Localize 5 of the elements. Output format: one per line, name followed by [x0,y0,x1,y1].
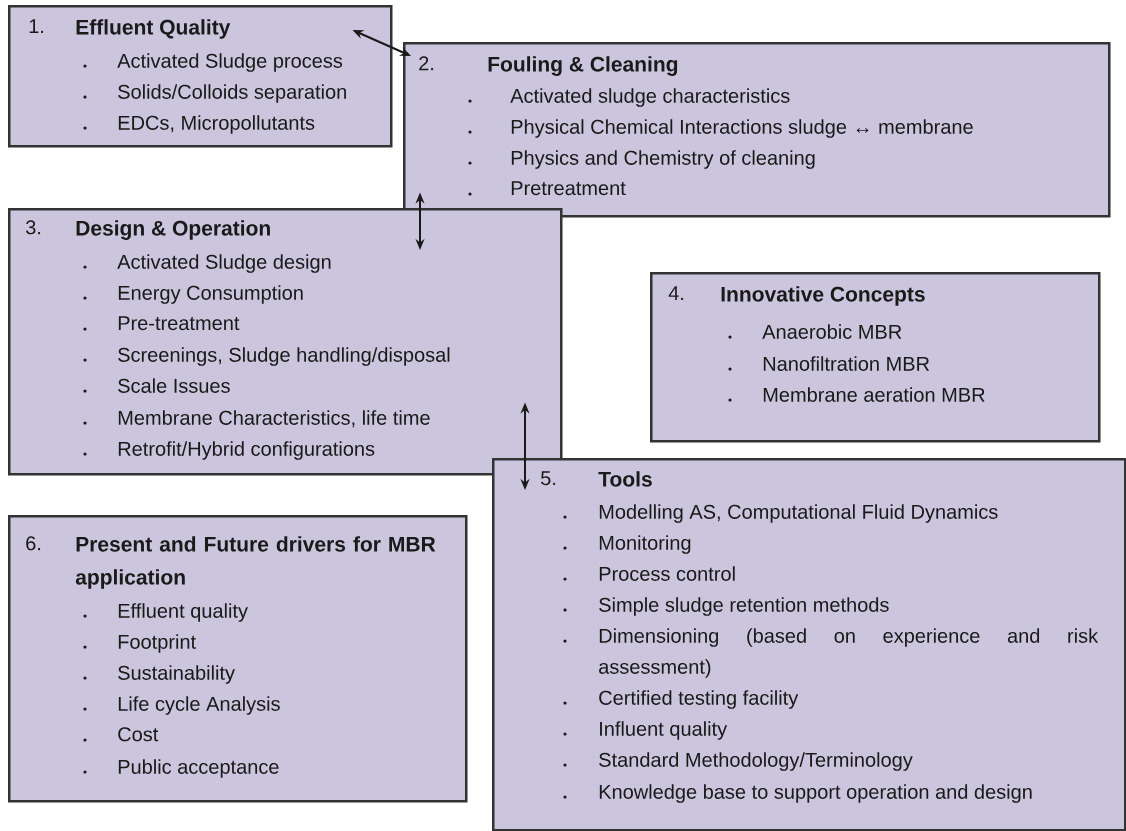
topic-box: 1. Effluent Quality Activated Sludge process Solids/Colloids separation EDCs, Micropollutants [8,5,393,148]
topic-box: 6. Present and Future drivers for MBR application Effluent quality Footprint Sustainability Life cycle Analysis Cost Public acceptance [8,515,468,803]
topic-box: 4. Innovative Concepts Anaerobic MBR Nanofiltration MBR Membrane aeration MBR [650,272,1101,443]
topic-box: 2. Fouling & Cleaning Activated sludge characteristics Physical Chemical Interactions sludge ↔ membrane Physics and Chemistry of cleaning Pretreatment [403,42,1111,218]
topic-box: 5. Tools Modelling AS, Computational Fluid Dynamics Monitoring Process control Simple sludge retention methods Dimensioning (based on experience and risk assessment) Certified testing facility Influent quality Standard Methodology/Terminology Knowledge base to support operation and design [492,458,1126,831]
